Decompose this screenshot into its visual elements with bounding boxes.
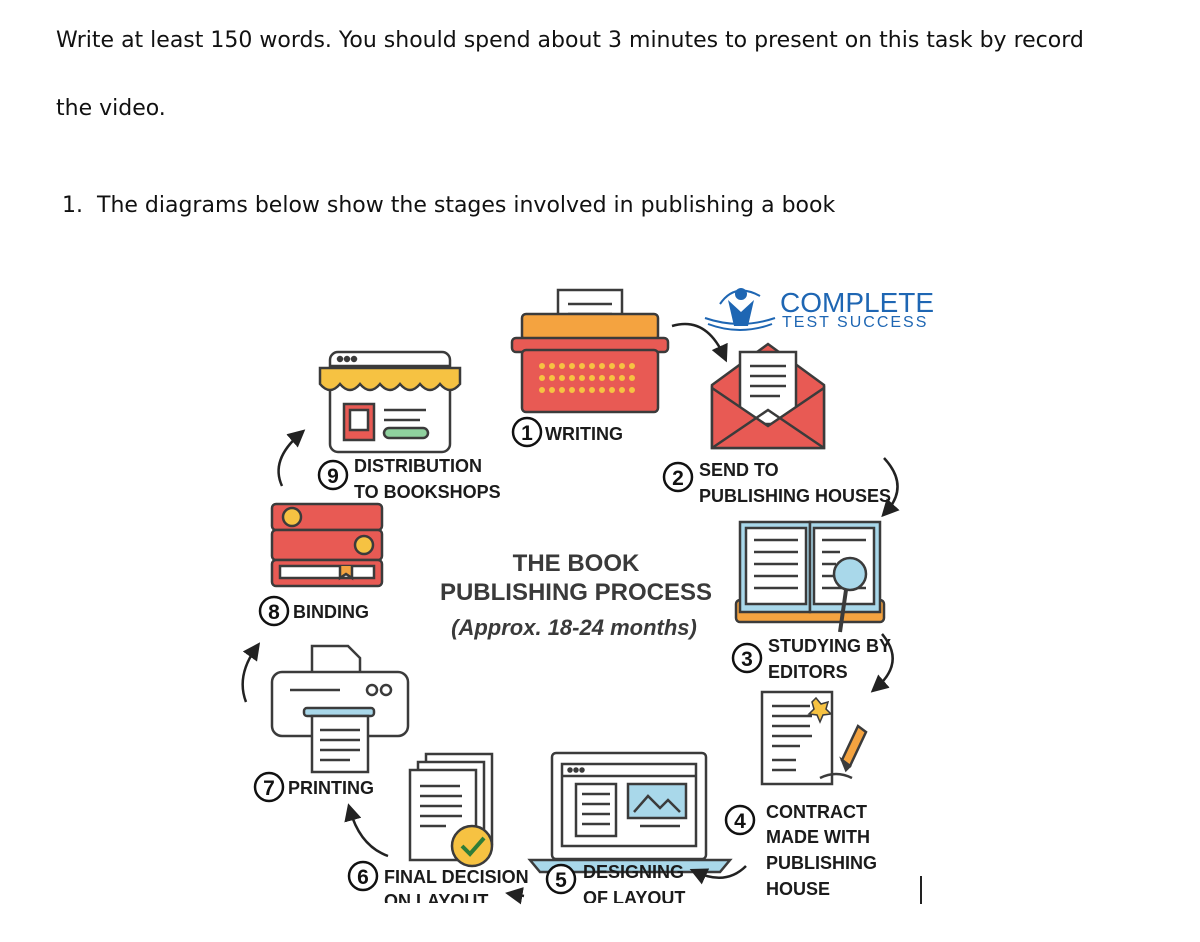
step-4-label-line-4: HOUSE [766, 879, 830, 899]
step-4: 4 CONTRACT MADE WITH PUBLISHING HOUSE [724, 802, 877, 899]
step-1-number: 1 [521, 422, 533, 445]
arrow-2-to-3 [881, 457, 900, 518]
step-2-label-line-1: SEND TO [699, 460, 779, 480]
step-6: 6 FINAL DECISION ON LAYOUT [347, 860, 529, 911]
question-number: 1. [62, 193, 83, 218]
arrow-4-to-5 [689, 865, 747, 885]
step-1-label: WRITING [545, 424, 623, 444]
instruction-line-2: the video. [56, 96, 166, 121]
step-7-number: 7 [263, 777, 275, 800]
step-6-label-line-2: ON LAYOUT [384, 891, 488, 911]
step-4-label-line-2: MADE WITH [766, 827, 870, 847]
step-1: 1 WRITING [511, 416, 623, 448]
step-4-label-line-1: CONTRACT [766, 802, 867, 822]
arrow-1-to-2 [671, 322, 728, 363]
center-title-line-1: THE BOOK [513, 550, 640, 577]
step-3-label-line-2: EDITORS [768, 662, 848, 682]
logo-line-1: COMPLETE [780, 287, 934, 318]
step-4-number: 4 [734, 810, 746, 833]
step-3-label-line-1: STUDYING BY [768, 636, 891, 656]
logo-person-icon [704, 288, 776, 331]
step-6-label-line-1: FINAL DECISION [384, 867, 529, 887]
open-book-magnifier-icon [734, 520, 886, 633]
complete-test-success-logo: COMPLETE TEST SUCCESS [704, 287, 934, 331]
documents-check-icon [408, 752, 494, 868]
step-9-number: 9 [327, 465, 339, 488]
step-3: 3 STUDYING BY EDITORS [731, 636, 891, 682]
step-8: 8 BINDING [258, 595, 369, 627]
center-subtitle: (Approx. 18-24 months) [451, 615, 697, 640]
logo-line-2: TEST SUCCESS [782, 314, 928, 331]
instruction-line-1: Write at least 150 words. You should spe… [56, 28, 1084, 53]
step-7: 7 PRINTING [253, 771, 374, 803]
step-2: 2 SEND TO PUBLISHING HOUSES [662, 460, 891, 506]
step-6-number: 6 [357, 866, 369, 889]
question-text: The diagrams below show the stages invol… [97, 193, 836, 218]
step-5-label-line-1: DESIGNING [583, 862, 684, 882]
stacked-books-icon [270, 502, 384, 588]
arrow-3-to-4 [870, 633, 894, 693]
typewriter-icon [510, 288, 670, 414]
step-3-number: 3 [741, 648, 753, 671]
text-cursor [920, 876, 922, 904]
step-7-label: PRINTING [288, 778, 374, 798]
arrow-5-to-6 [505, 887, 525, 905]
step-2-label-line-2: PUBLISHING HOUSES [699, 486, 891, 506]
arrow-7-to-8 [241, 642, 261, 703]
step-9-label-line-2: TO BOOKSHOPS [354, 482, 501, 502]
center-title-line-2: PUBLISHING PROCESS [440, 579, 712, 606]
step-2-number: 2 [672, 467, 684, 490]
arrow-9-up [277, 429, 306, 487]
step-8-label: BINDING [293, 602, 369, 622]
printer-icon [270, 644, 410, 774]
envelope-icon [710, 342, 826, 450]
arrow-6-to-7 [344, 803, 389, 858]
step-8-number: 8 [268, 601, 280, 624]
step-5-number: 5 [555, 869, 567, 892]
step-4-label-line-3: PUBLISHING [766, 853, 877, 873]
step-5-label-line-2: OF LAYOUT [583, 888, 685, 908]
flow-arrows [241, 322, 900, 905]
step-9-label-line-1: DISTRIBUTION [354, 456, 482, 476]
shop-window-icon [318, 350, 462, 454]
laptop-layout-icon [527, 751, 733, 874]
question-heading: 1. The diagrams below show the stages inv… [62, 193, 835, 218]
step-5: 5 DESIGNING OF LAYOUT [545, 862, 685, 908]
contract-pen-icon [760, 690, 868, 786]
step-9: 9 DISTRIBUTION TO BOOKSHOPS [317, 456, 501, 502]
